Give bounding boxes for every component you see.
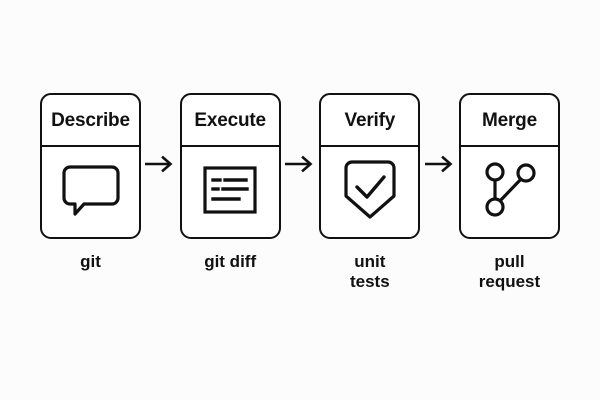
step-cards-row: Describe Execute bbox=[40, 93, 560, 239]
caption-label: git bbox=[80, 252, 101, 271]
captions-row: git git diff unit tests pull request bbox=[40, 252, 560, 292]
step-card-describe[interactable]: Describe bbox=[40, 93, 141, 239]
caption-label: unit tests bbox=[349, 252, 390, 291]
connector-arrow-3 bbox=[423, 93, 456, 239]
step-header-describe: Describe bbox=[42, 95, 139, 147]
caption-cell-execute: git diff bbox=[180, 252, 281, 292]
git-branch-merge-icon bbox=[481, 161, 537, 224]
step-header-label: Merge bbox=[481, 109, 537, 131]
caption-cell-merge: pull request bbox=[459, 252, 560, 292]
caption-cell-verify: unit tests bbox=[319, 252, 420, 292]
step-header-merge: Merge bbox=[460, 95, 558, 147]
arrow-right-icon bbox=[144, 155, 175, 178]
step-header-label: Describe bbox=[51, 109, 130, 131]
arrow-right-icon bbox=[283, 155, 315, 178]
step-card-execute[interactable]: Execute bbox=[179, 93, 281, 239]
caption-spacer bbox=[144, 252, 176, 292]
step-card-verify[interactable]: Verify bbox=[319, 93, 421, 239]
caption-label: pull request bbox=[478, 252, 541, 291]
connector-arrow-1 bbox=[144, 93, 176, 239]
step-header-verify: Verify bbox=[321, 95, 419, 147]
step-card-merge[interactable]: Merge bbox=[458, 93, 560, 239]
shield-check-icon bbox=[344, 159, 396, 225]
arrow-right-icon bbox=[423, 155, 455, 178]
caption-spacer bbox=[424, 252, 456, 292]
caption-label: git diff bbox=[204, 252, 257, 271]
caption-cell-describe: git bbox=[40, 252, 141, 292]
step-header-label: Verify bbox=[344, 109, 396, 131]
step-header-execute: Execute bbox=[181, 95, 279, 147]
connector-arrow-2 bbox=[283, 93, 316, 239]
caption-spacer bbox=[284, 252, 316, 292]
step-body-describe bbox=[42, 147, 139, 237]
document-lines-icon bbox=[203, 165, 257, 219]
step-header-label: Execute bbox=[194, 109, 266, 131]
step-body-merge bbox=[461, 147, 558, 237]
step-body-execute bbox=[182, 147, 279, 237]
speech-bubble-icon bbox=[61, 163, 120, 222]
step-body-verify bbox=[321, 147, 418, 237]
